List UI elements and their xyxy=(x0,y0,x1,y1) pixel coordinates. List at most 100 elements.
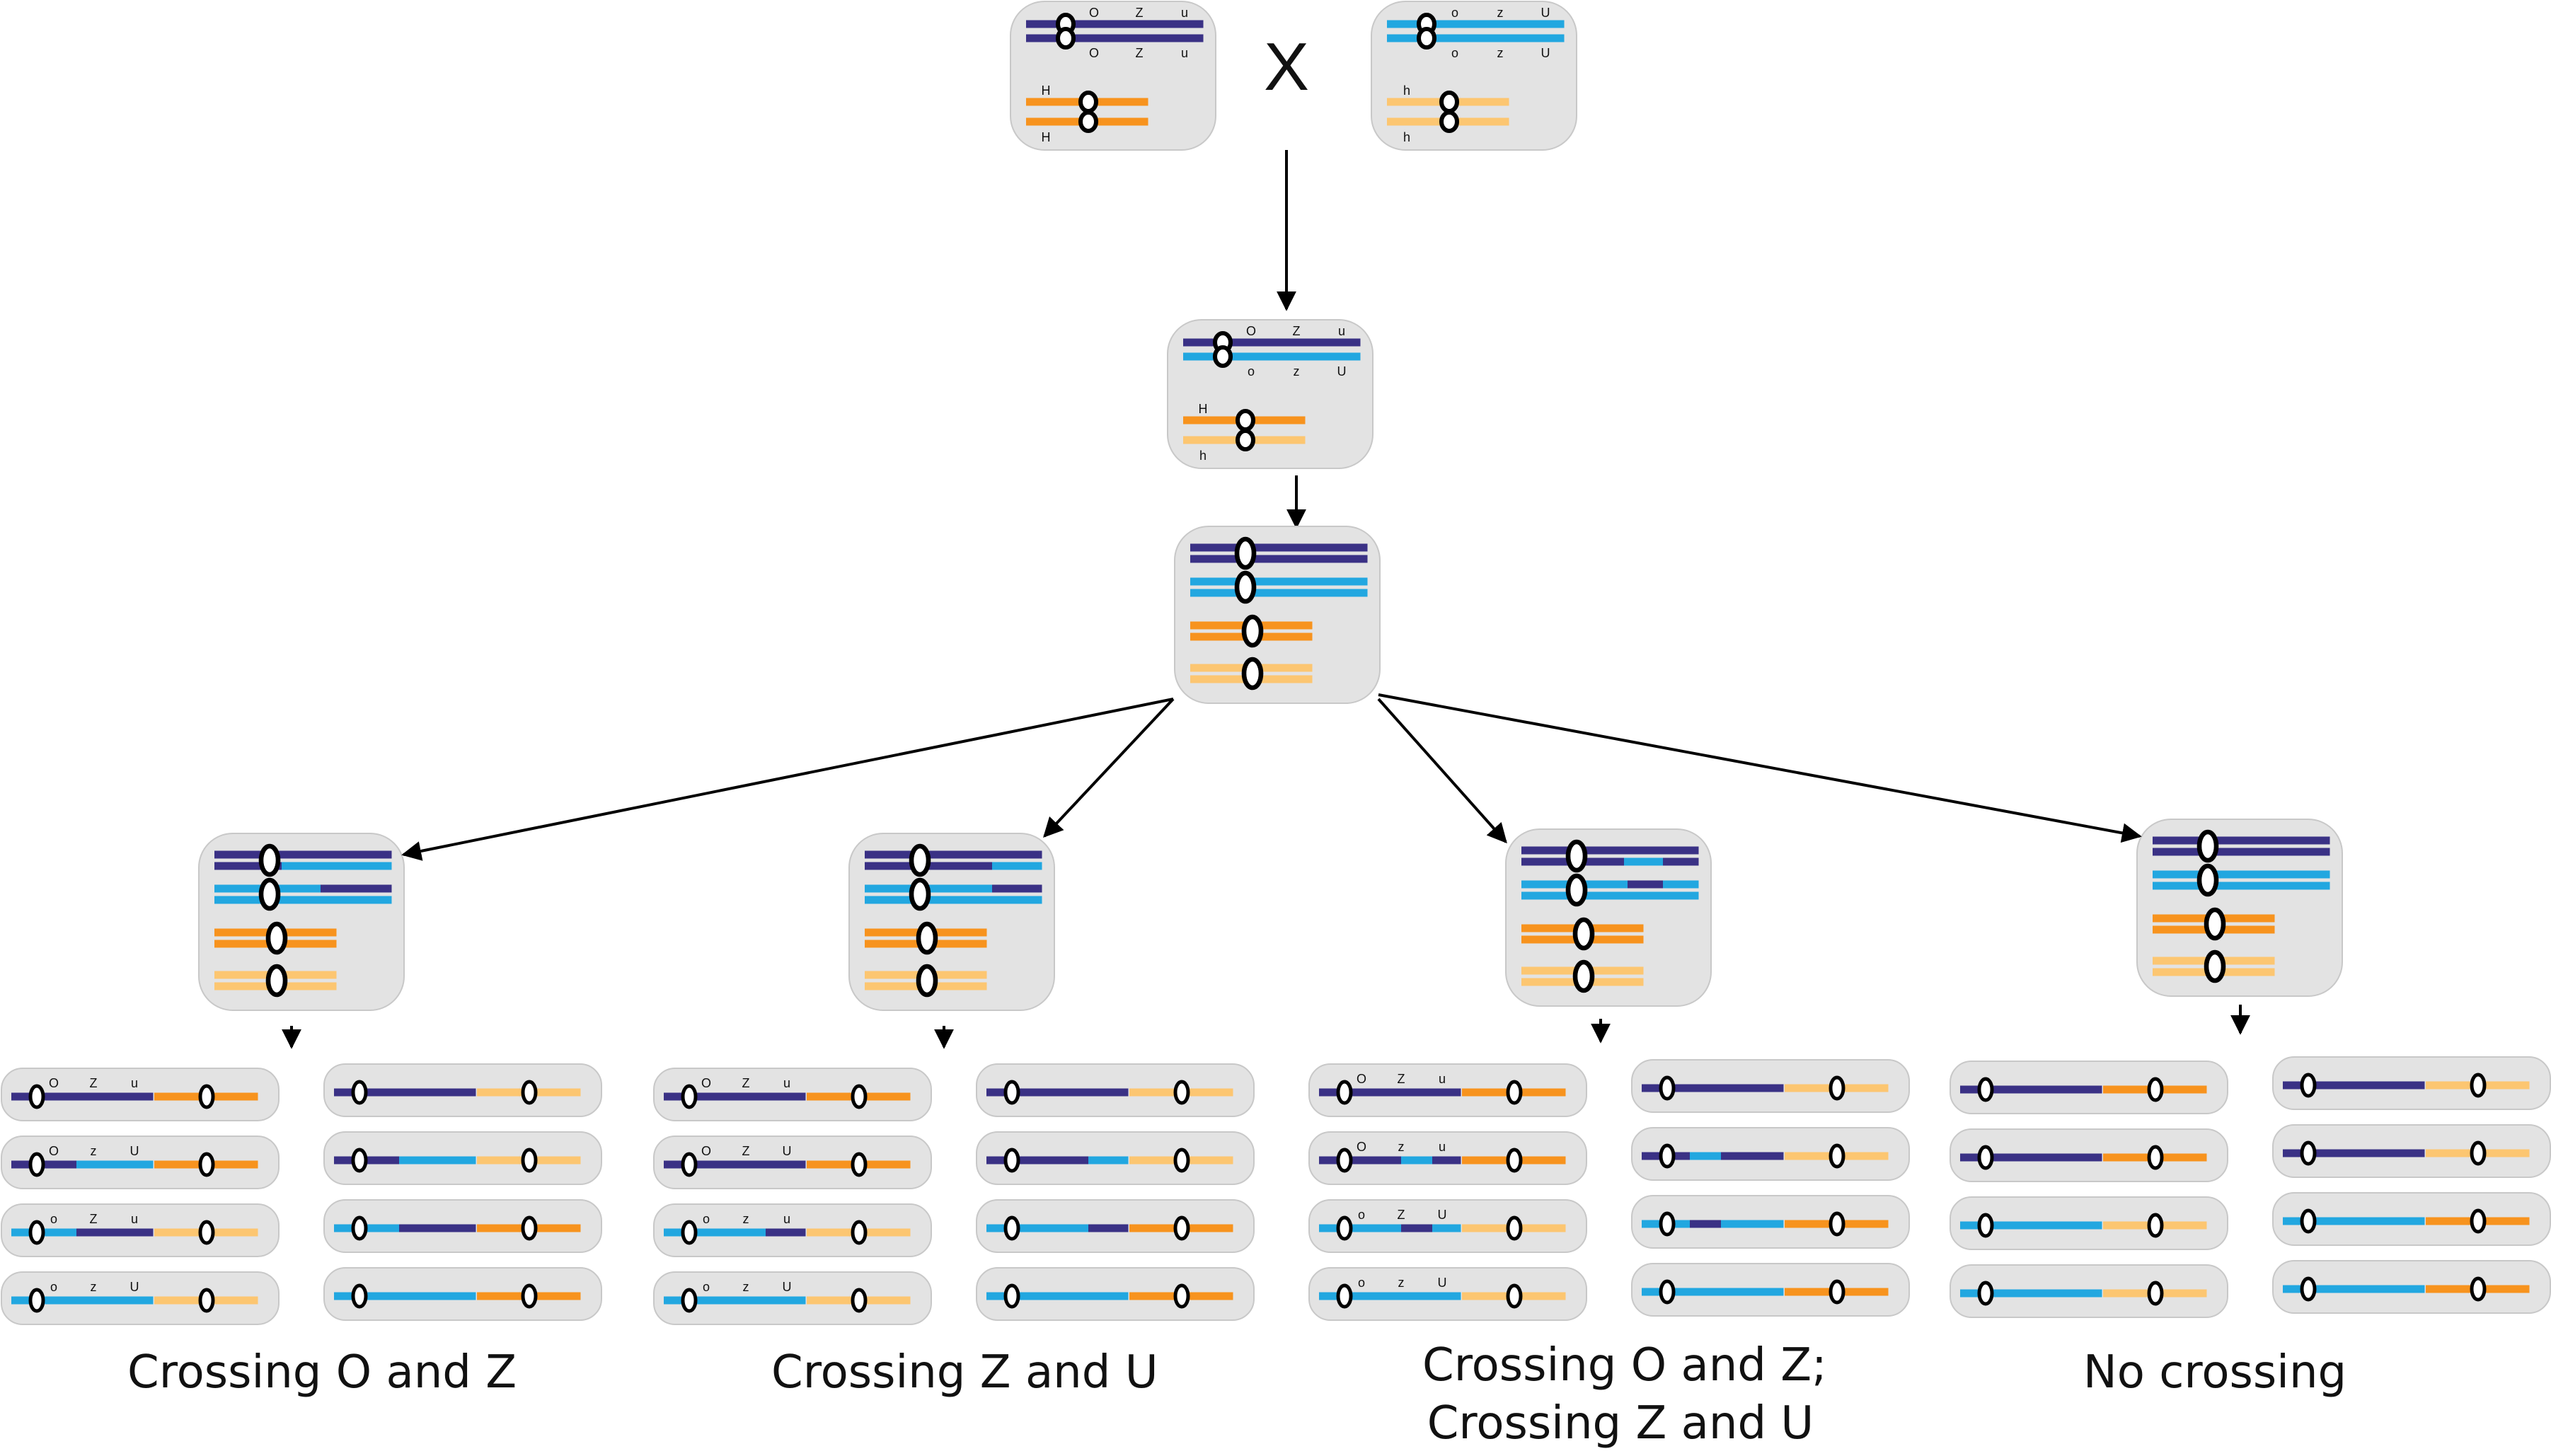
tetrad-crossing-z-and-u-centromere-0 xyxy=(909,843,931,877)
parent-right-label-bottom-1: z xyxy=(1497,46,1504,60)
f1-label-h-bottom: h xyxy=(1199,449,1207,463)
gametes-crossing-both-right-1-blue-seg-1 xyxy=(1690,1152,1722,1160)
tetrad-crossing-z-and-u-chrom-1-b-seg-0 xyxy=(865,896,1042,904)
gametes-crossing-z-and-u-left-0-label-2: u xyxy=(783,1076,790,1090)
arrow-to-crossing-o-and-z xyxy=(401,698,1174,861)
gametes-crossing-both-right-1-centromere-orange xyxy=(1829,1143,1845,1169)
gametes-crossing-z-and-u-right-1-centromere-blue xyxy=(1003,1148,1020,1173)
gametes-no-crossing-left-3-blue-seg-0 xyxy=(1960,1289,2102,1298)
gametes-crossing-both-left-1-label-1: z xyxy=(1398,1140,1405,1154)
gametes-crossing-z-and-u-left-0-label-0: O xyxy=(701,1076,711,1090)
gametes-crossing-both-right-1-blue-seg-2 xyxy=(1721,1152,1784,1160)
gametes-crossing-both-left-3-label-0: o xyxy=(1358,1276,1365,1290)
gametes-crossing-both-right-1-centromere-blue xyxy=(1659,1143,1676,1169)
gametes-no-crossing-right-1-blue-seg-0 xyxy=(2283,1149,2425,1157)
gametes-crossing-z-and-u-left-2-label-2: u xyxy=(783,1212,790,1226)
parent-right-label-top-0: o xyxy=(1451,6,1458,20)
gametes-crossing-z-and-u-left-0-centromere-blue xyxy=(681,1084,698,1109)
gametes-no-crossing-right-1-centromere-orange xyxy=(2470,1140,2487,1166)
caption-crossing-o-and-z: Crossing O and Z xyxy=(127,1346,517,1399)
gametes-crossing-z-and-u-right-3-centromere-orange xyxy=(1173,1283,1190,1309)
parent-right-label-h-top: h xyxy=(1403,83,1410,98)
tetrad-crossing-z-and-u-centromere-3 xyxy=(916,964,938,998)
gametes-crossing-z-and-u-right-3-centromere-blue xyxy=(1003,1283,1020,1309)
gametes-crossing-o-and-z-left-2-label-1: Z xyxy=(90,1212,98,1226)
tetrad-crossing-z-and-u-box xyxy=(848,833,1055,1011)
f1-label-bottom-0: o xyxy=(1248,364,1255,379)
gametes-crossing-both-left-3-blue-seg-0 xyxy=(1319,1292,1461,1300)
gametes-crossing-z-and-u-left-0-blue-seg-0 xyxy=(664,1092,806,1101)
gametes-crossing-z-and-u-right-2-centromere-blue xyxy=(1003,1215,1020,1241)
parent-left-blue-top-seg-0 xyxy=(1026,20,1204,28)
f1-blue-bottom-seg-0 xyxy=(1183,352,1361,361)
gametes-crossing-z-and-u-right-0-blue-seg-0 xyxy=(986,1088,1129,1097)
tetrad-crossing-both-centromere-2 xyxy=(1572,917,1595,951)
gametes-crossing-both-left-2-centromere-blue xyxy=(1336,1215,1353,1241)
tetrad-crossing-o-and-z-chrom-1-a-seg-1 xyxy=(321,884,392,893)
caption-crossing-both-line1: Crossing O and Z; xyxy=(1422,1339,1827,1392)
tetrad-no-crossing-centromere-1 xyxy=(2196,863,2219,897)
gametes-crossing-o-and-z-left-3-centromere-orange xyxy=(198,1288,215,1313)
tetrad-crossing-both-chrom-0-a-seg-0 xyxy=(1521,846,1699,855)
parent-right-blue-bottom-seg-0 xyxy=(1387,34,1565,42)
gametes-crossing-both-left-0-blue-seg-0 xyxy=(1319,1088,1461,1097)
gametes-crossing-z-and-u-left-1-blue-seg-0 xyxy=(664,1160,806,1169)
tetrad-crossing-both-centromere-1 xyxy=(1565,873,1588,907)
gametes-crossing-both-left-0-label-1: Z xyxy=(1398,1072,1405,1086)
gametes-crossing-z-and-u-left-1-label-0: O xyxy=(701,1144,711,1158)
gametes-crossing-both-left-2-label-0: o xyxy=(1358,1208,1365,1222)
gametes-crossing-both-left-1-label-0: O xyxy=(1357,1140,1366,1154)
tetrad-crossing-o-and-z-centromere-0 xyxy=(258,843,281,877)
tetrad-crossing-both-chrom-1-a-seg-2 xyxy=(1663,880,1699,889)
parent-left-label-bottom-1: Z xyxy=(1136,46,1144,60)
gametes-crossing-both-left-3-label-1: z xyxy=(1398,1276,1405,1290)
tetrad-crossing-z-and-u-centromere-1 xyxy=(909,877,931,911)
gametes-crossing-both-left-0-centromere-blue xyxy=(1336,1080,1353,1105)
gametes-crossing-o-and-z-left-1-blue-seg-1 xyxy=(76,1160,154,1169)
gametes-crossing-o-and-z-right-3-centromere-blue xyxy=(351,1283,368,1309)
arrow-to-crossing-both xyxy=(1377,698,1507,844)
tetrad-crossing-both-chrom-1-b-seg-0 xyxy=(1521,891,1699,900)
gametes-crossing-z-and-u-right-1-centromere-orange xyxy=(1173,1148,1190,1173)
gametes-crossing-both-left-0-centromere-orange xyxy=(1506,1080,1523,1105)
parent-left-centromere-orange-bottom xyxy=(1078,110,1099,134)
tetrad-crossing-z-and-u-chrom-0-b-seg-1 xyxy=(992,862,1042,870)
gametes-crossing-both-right-3-centromere-orange xyxy=(1829,1279,1845,1305)
gametes-no-crossing-right-0-centromere-orange xyxy=(2470,1073,2487,1098)
gametes-crossing-both-right-0-centromere-blue xyxy=(1659,1075,1676,1101)
tetrad-no-crossing-chrom-0-a-seg-0 xyxy=(2153,836,2330,845)
gametes-crossing-z-and-u-right-3-blue-seg-0 xyxy=(986,1292,1129,1300)
gametes-crossing-z-and-u-left-1-centromere-blue xyxy=(681,1152,698,1177)
tetrad-meiosis-centromere-1 xyxy=(1234,570,1257,604)
gametes-crossing-z-and-u-left-3-label-2: U xyxy=(783,1280,792,1294)
tetrad-crossing-z-and-u-centromere-2 xyxy=(916,921,938,955)
gametes-no-crossing-left-0-blue-seg-0 xyxy=(1960,1085,2102,1094)
parent-right-blue-top-seg-0 xyxy=(1387,20,1565,28)
gametes-crossing-both-left-3-label-2: U xyxy=(1438,1276,1447,1290)
gametes-crossing-o-and-z-left-3-label-2: U xyxy=(130,1280,139,1294)
gametes-crossing-z-and-u-left-0-label-1: Z xyxy=(742,1076,750,1090)
caption-crossing-z-and-u: Crossing Z and U xyxy=(771,1346,1158,1399)
gametes-crossing-o-and-z-left-0-label-2: u xyxy=(131,1076,138,1090)
gametes-crossing-both-left-1-blue-seg-2 xyxy=(1432,1156,1461,1165)
tetrad-crossing-z-and-u-chrom-0-a-seg-0 xyxy=(865,850,1042,859)
gametes-no-crossing-right-0-blue-seg-0 xyxy=(2283,1081,2425,1090)
gametes-crossing-o-and-z-left-0-label-1: Z xyxy=(90,1076,98,1090)
gametes-crossing-o-and-z-right-1-centromere-blue xyxy=(351,1148,368,1173)
parent-left-label-h-bottom: H xyxy=(1042,130,1051,144)
tetrad-meiosis-centromere-3 xyxy=(1241,657,1264,691)
gametes-crossing-o-and-z-left-2-centromere-blue xyxy=(28,1220,45,1245)
gametes-no-crossing-left-2-centromere-blue xyxy=(1977,1213,1994,1238)
gametes-crossing-both-left-3-centromere-blue xyxy=(1336,1283,1353,1309)
gametes-crossing-both-right-2-centromere-blue xyxy=(1659,1211,1676,1237)
tetrad-crossing-o-and-z-chrom-0-b-seg-0 xyxy=(214,862,282,870)
gametes-no-crossing-right-2-centromere-blue xyxy=(2300,1208,2317,1234)
gametes-crossing-both-left-2-blue-seg-0 xyxy=(1319,1224,1402,1232)
gametes-crossing-z-and-u-left-1-label-2: U xyxy=(783,1144,792,1158)
gametes-crossing-z-and-u-left-2-label-1: z xyxy=(743,1212,749,1226)
gametes-crossing-o-and-z-left-1-label-1: z xyxy=(91,1144,97,1158)
gametes-crossing-o-and-z-left-3-blue-seg-0 xyxy=(11,1296,154,1305)
gametes-crossing-both-right-2-blue-seg-2 xyxy=(1721,1220,1784,1228)
f1-centromere-blue-bottom xyxy=(1212,345,1233,369)
